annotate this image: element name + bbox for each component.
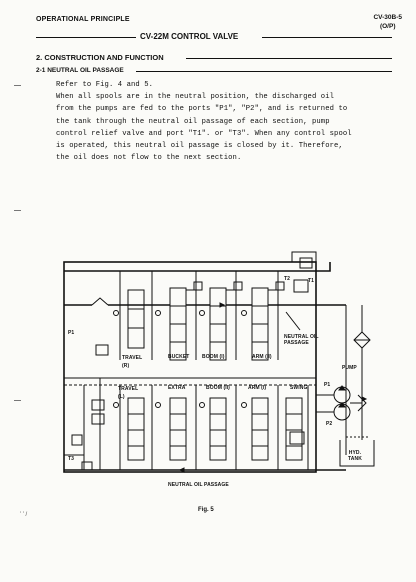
label-p1-right: P1 <box>324 382 331 388</box>
document-title: CV-22M CONTROL VALVE <box>140 32 239 41</box>
label-swing: SWING <box>290 385 308 391</box>
chapter-title: OPERATIONAL PRINCIPLE <box>36 16 130 23</box>
label-bucket: BUCKET <box>168 354 190 360</box>
label-hyd-tank: HYD. TANK <box>348 450 362 462</box>
label-t1: T1 <box>308 278 315 284</box>
margin-mark-1 <box>14 85 21 86</box>
label-t2: T2 <box>284 276 291 282</box>
label-travel-l: TRAVEL (L) <box>118 386 139 400</box>
section-heading: 2. CONSTRUCTION AND FUNCTION <box>36 53 164 62</box>
margin-note: ’ ’ / <box>20 512 28 518</box>
header-rule-right <box>262 37 392 38</box>
label-p1-left: P1 <box>68 330 75 336</box>
section-rule <box>186 58 392 59</box>
figure-caption: Fig. 5 <box>198 507 214 513</box>
label-travel-r: TRAVEL (R) <box>122 355 143 369</box>
label-extra: EXTRA <box>168 385 186 391</box>
label-p2: P2 <box>326 421 333 427</box>
label-neutral-bottom: NEUTRAL OIL PASSAGE <box>168 482 229 488</box>
label-boom-i: BOOM (I) <box>202 354 225 360</box>
label-arm-i: ARM (I) <box>248 385 267 391</box>
page-code-number: CV-30B-5 <box>373 14 402 21</box>
label-arm-ii: ARM (II) <box>252 354 272 360</box>
header-rule-left <box>36 37 136 38</box>
page-code-sub: (O/P) <box>379 23 396 30</box>
margin-mark-3 <box>14 400 21 401</box>
subsection-rule <box>136 71 392 72</box>
margin-mark-2 <box>14 210 21 211</box>
label-boom-ii: BOOM (II) <box>206 385 230 391</box>
label-pump: PUMP <box>342 365 357 371</box>
paragraph-intro: Refer to Fig. 4 and 5. <box>56 81 154 89</box>
body-text: Refer to Fig. 4 and 5. When all spools a… <box>56 79 356 164</box>
subsection-heading: 2-1 NEUTRAL OIL PASSAGE <box>36 67 124 74</box>
page-code: CV-30B-5 (O/P) <box>373 13 402 31</box>
paragraph-main: When all spools are in the neutral posit… <box>56 93 352 163</box>
label-neutral-top: NEUTRAL OIL PASSAGE <box>284 334 319 346</box>
label-t3: T3 <box>68 456 75 462</box>
